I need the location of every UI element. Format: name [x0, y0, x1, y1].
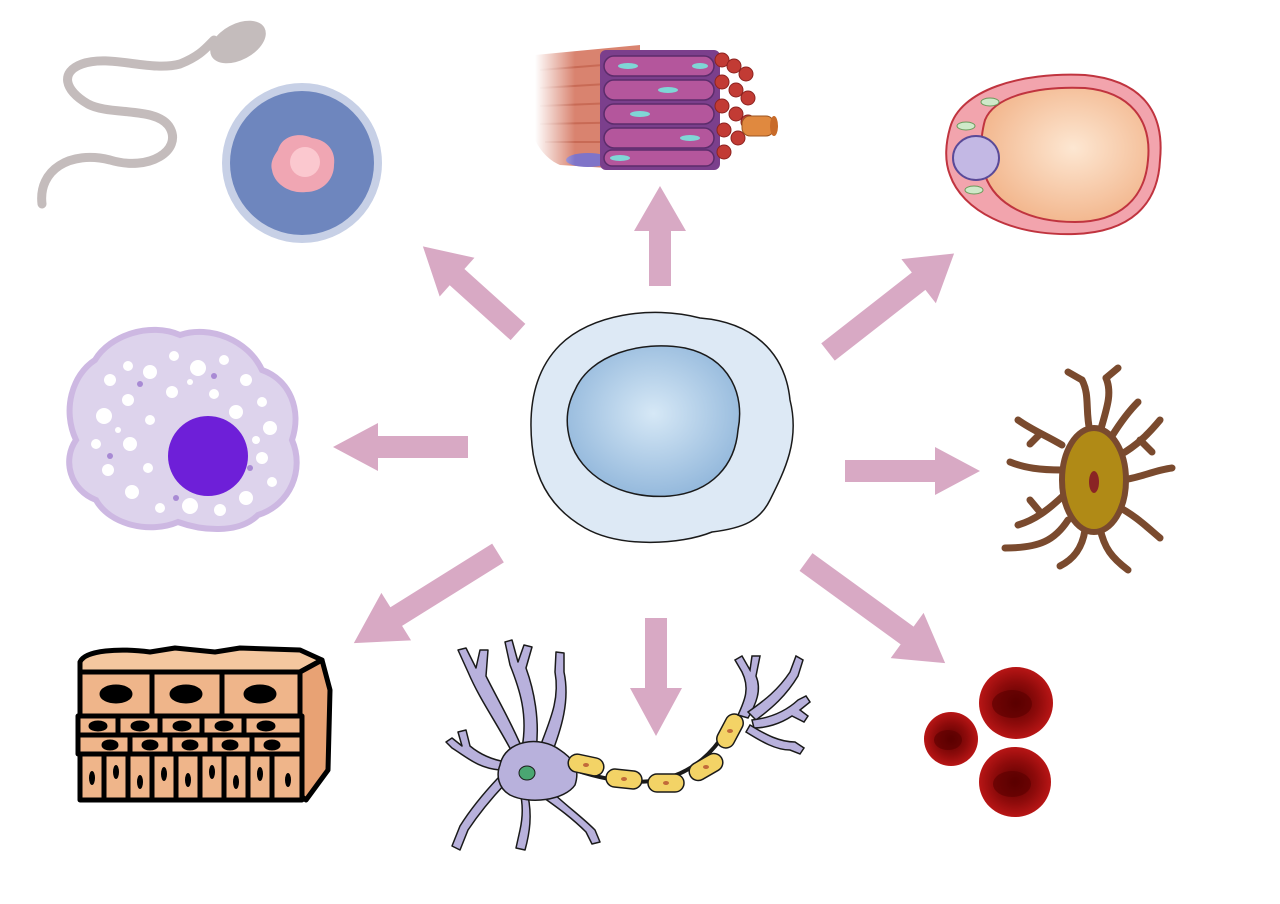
sperm-cell — [37, 20, 266, 209]
arrow-to-epithelial-tissue — [353, 543, 504, 644]
stem-cell — [530, 311, 794, 544]
white-blood-cell — [66, 326, 300, 532]
bone-cell-body — [1059, 425, 1129, 535]
arrow-to-egg-cell — [422, 246, 526, 341]
muscle-fiber — [535, 45, 778, 175]
red-blood-cells — [924, 667, 1053, 817]
neuron — [445, 639, 812, 851]
bone-cell — [1001, 364, 1176, 574]
arrow-to-neuron — [630, 618, 682, 736]
arrow-to-muscle-fiber — [634, 186, 686, 286]
red-blood-cell — [979, 747, 1051, 817]
epithelial-tissue — [75, 645, 333, 803]
arrow-to-white-blood-cell — [333, 423, 468, 471]
arrow-to-bone-cell — [845, 447, 980, 495]
fat-cell — [945, 73, 1162, 236]
red-blood-cell — [979, 667, 1053, 739]
red-blood-cell — [924, 712, 978, 766]
arrow-to-red-blood-cells — [799, 553, 946, 664]
arrow-to-fat-cell — [821, 253, 955, 361]
egg-cell — [222, 83, 382, 243]
arrows — [333, 186, 980, 736]
